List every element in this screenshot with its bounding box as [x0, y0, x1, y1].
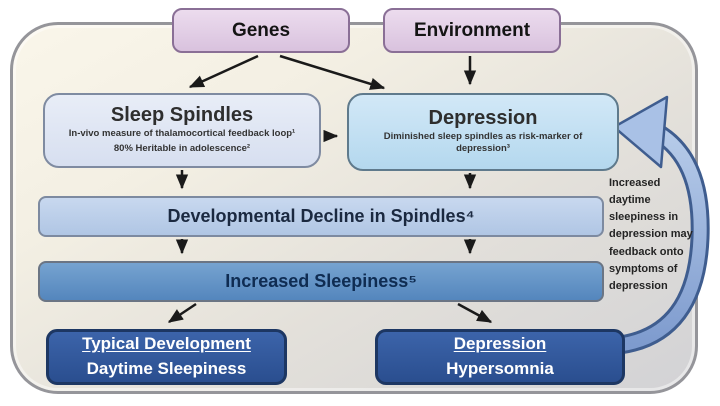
feedback-note: Increased daytime sleepiness in depressi…: [609, 177, 693, 292]
sleep-spindles-note-1: In-vivo measure of thalamocortical feedb…: [68, 128, 296, 140]
sleep-spindles-note-2: 80% Heritable in adolescence²: [113, 142, 251, 154]
increased-sleepiness-label: Increased Sleepiness⁵: [225, 271, 417, 291]
node-developmental-decline: Developmental Decline in Spindles⁴: [38, 196, 604, 237]
node-typical-development: Typical Development Daytime Sleepiness: [46, 329, 287, 385]
depression-outcome-subtitle: Hypersomnia: [446, 359, 554, 378]
node-sleep-spindles: Sleep Spindles In-vivo measure of thalam…: [43, 93, 321, 168]
node-environment-label: Environment: [413, 19, 531, 41]
node-depression: Depression Diminished sleep spindles as …: [347, 93, 619, 171]
node-increased-sleepiness: Increased Sleepiness⁵: [38, 261, 604, 302]
node-genes: Genes: [172, 8, 350, 53]
developmental-decline-label: Developmental Decline in Spindles⁴: [167, 206, 475, 226]
node-environment: Environment: [383, 8, 561, 53]
node-genes-label: Genes: [231, 19, 291, 41]
typical-development-subtitle: Daytime Sleepiness: [86, 359, 247, 378]
typical-development-title: Typical Development: [82, 334, 251, 354]
depression-note-1: Diminished sleep spindles as risk-marker…: [383, 130, 583, 154]
node-depression-hypersomnia: Depression Hypersomnia: [375, 329, 625, 385]
depression-title: Depression: [428, 106, 538, 129]
depression-outcome-title: Depression: [453, 334, 547, 354]
sleep-spindles-title: Sleep Spindles: [110, 104, 254, 127]
